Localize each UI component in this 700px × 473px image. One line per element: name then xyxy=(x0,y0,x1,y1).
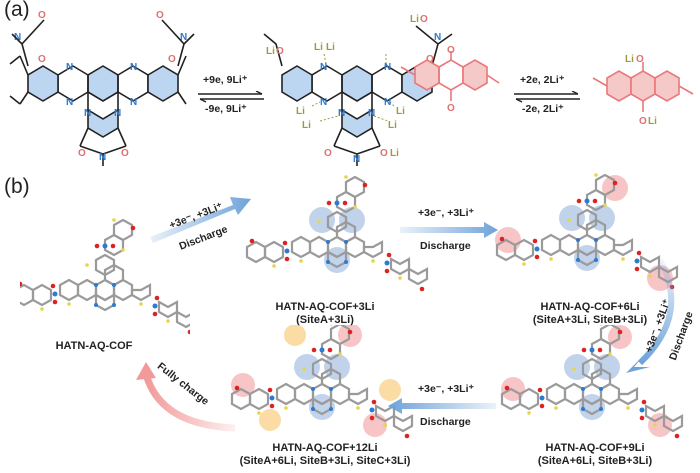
discharge-arrow-1 xyxy=(150,197,251,243)
svg-text:N: N xyxy=(66,62,73,73)
svg-text:Li: Li xyxy=(266,46,275,57)
equilibrium-arrow-2 xyxy=(514,91,580,103)
svg-text:O: O xyxy=(78,148,86,159)
svg-text:N: N xyxy=(338,108,345,119)
svg-text:N: N xyxy=(66,97,73,108)
site-a-highlights xyxy=(309,207,365,273)
site-c-highlights xyxy=(259,325,401,431)
model-cof-3li xyxy=(245,175,429,293)
charge-arrow xyxy=(136,362,236,432)
reaction1-reverse-label: -9e, 9Li⁺ xyxy=(205,103,247,115)
state-0-caption: HATN-AQ-COF xyxy=(44,340,144,353)
svg-text:Li: Li xyxy=(648,116,657,127)
svg-text:N: N xyxy=(434,32,441,43)
state-2-sites: (SiteA+3Li, SiteB+3Li) xyxy=(532,314,648,326)
reaction1-forward-label: +9e, 9Li⁺ xyxy=(203,74,248,86)
anthraquinone-reactant: O O xyxy=(400,45,500,114)
hatn-core-rings xyxy=(9,55,187,166)
svg-text:O: O xyxy=(168,54,176,65)
state-2-caption: HATN-AQ-COF+6Li (SiteA+3Li, SiteB+3Li) xyxy=(505,301,675,327)
state-1-sites: (SiteA+3Li) xyxy=(296,314,354,326)
svg-text:O: O xyxy=(276,46,284,57)
svg-text:O: O xyxy=(380,148,388,159)
svg-text:O: O xyxy=(639,116,647,127)
reaction2-forward-label: +2e, 2Li⁺ xyxy=(520,74,565,86)
svg-text:Li: Li xyxy=(326,42,335,53)
state-2-name: HATN-AQ-COF+6Li xyxy=(540,301,640,313)
svg-text:O: O xyxy=(38,54,46,65)
state-3-caption: HATN-AQ-COF+9Li (SiteA+6Li, SiteB+3Li) xyxy=(510,442,680,468)
svg-text:N: N xyxy=(353,154,360,165)
left-benzene-ring xyxy=(27,65,59,102)
svg-text:O: O xyxy=(420,14,428,25)
svg-text:N: N xyxy=(114,108,121,119)
svg-text:O: O xyxy=(636,54,644,65)
state-4-caption: HATN-AQ-COF+12Li (SiteA+6Li, SiteB+3Li, … xyxy=(225,442,425,468)
state-3-sites: (SiteA+6Li, SiteB+3Li) xyxy=(537,455,653,467)
equilibrium-arrow-1 xyxy=(198,91,264,103)
hatn-reactant-molecule: N N N N N N O O O O O O N N N xyxy=(9,10,195,166)
svg-text:N: N xyxy=(384,62,391,73)
central-benzene-ring xyxy=(87,65,119,102)
arrow-2-top-label: +3e⁻, +3Li⁺ xyxy=(418,207,475,219)
svg-text:N: N xyxy=(384,97,391,108)
panel-a-label: (a) xyxy=(4,0,30,21)
svg-text:Li: Li xyxy=(296,106,305,117)
svg-text:O: O xyxy=(156,10,164,21)
svg-text:N: N xyxy=(130,97,137,108)
svg-text:N: N xyxy=(320,62,327,73)
state-4-sites: (SiteA+6Li, SiteB+3Li, SiteC+3Li) xyxy=(239,455,411,467)
svg-text:Li: Li xyxy=(410,14,419,25)
panel-b-label: (b) xyxy=(4,175,30,198)
svg-text:Li: Li xyxy=(625,54,634,65)
state-1-name: HATN-AQ-COF+3Li xyxy=(275,301,375,313)
svg-text:N: N xyxy=(84,108,91,119)
svg-text:N: N xyxy=(180,32,187,43)
model-cof-9li xyxy=(500,325,684,440)
state-4-name: HATN-AQ-COF+12Li xyxy=(272,442,378,454)
svg-text:O: O xyxy=(38,10,46,21)
svg-text:Li: Li xyxy=(314,42,323,53)
discharge-arrow-3 xyxy=(626,258,675,373)
svg-text:Li: Li xyxy=(388,120,397,131)
arrow-4-top-label: +3e⁻, +3Li⁺ xyxy=(418,383,475,395)
svg-text:Li: Li xyxy=(390,148,399,159)
svg-text:Li: Li xyxy=(302,120,311,131)
state-3-name: HATN-AQ-COF+9Li xyxy=(545,442,645,454)
discharge-arrow-2 xyxy=(400,222,498,238)
svg-text:N: N xyxy=(368,108,375,119)
reaction2-reverse-label: -2e, 2Li⁺ xyxy=(522,103,564,115)
svg-text:O: O xyxy=(324,148,332,159)
svg-text:N: N xyxy=(130,62,137,73)
svg-text:O: O xyxy=(447,45,455,56)
model-cof-6li xyxy=(495,172,679,291)
arrow-4-bottom-label: Discharge xyxy=(420,416,471,428)
svg-text:O: O xyxy=(447,103,455,114)
state-0-name: HATN-AQ-COF xyxy=(55,340,133,352)
svg-text:O: O xyxy=(121,148,129,159)
svg-text:N: N xyxy=(320,97,327,108)
right-benzene-ring xyxy=(147,65,179,102)
svg-text:N: N xyxy=(14,32,21,43)
discharge-arrow-4 xyxy=(388,398,496,414)
arrow-2-bottom-label: Discharge xyxy=(420,240,471,252)
svg-text:N: N xyxy=(99,152,106,163)
svg-text:Li: Li xyxy=(396,106,405,117)
state-1-caption: HATN-AQ-COF+3Li (SiteA+3Li) xyxy=(250,301,400,327)
model-cof-12li xyxy=(230,325,414,440)
svg-text:O: O xyxy=(426,54,434,65)
